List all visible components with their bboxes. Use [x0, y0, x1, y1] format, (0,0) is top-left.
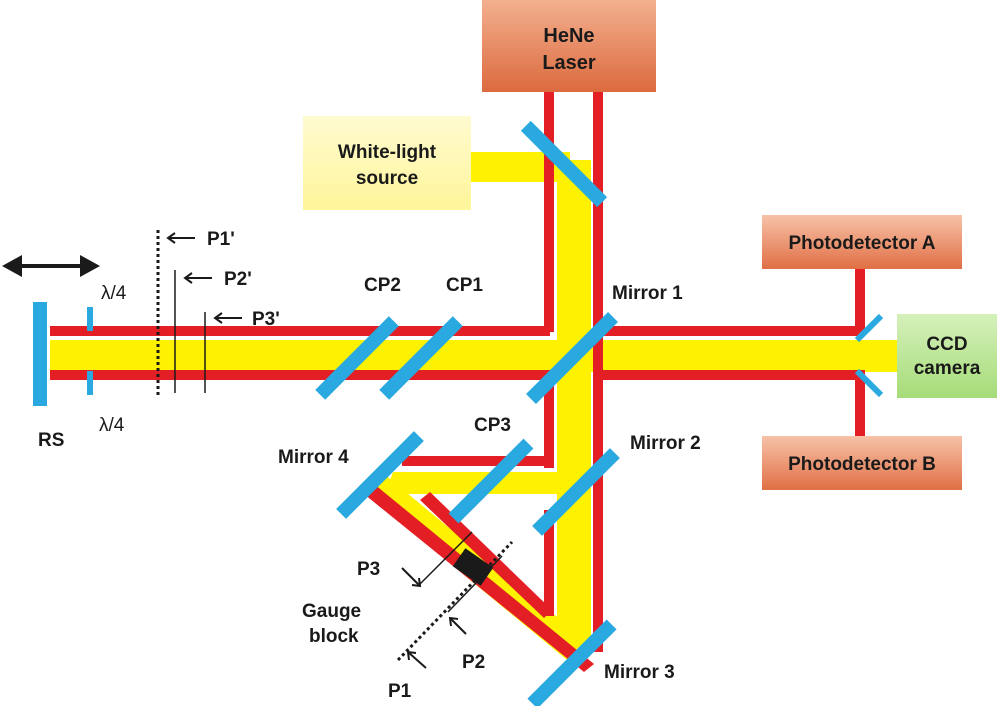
qwp-bottom-label: λ/4	[99, 415, 125, 436]
mirror-3	[527, 619, 617, 706]
mirror-1	[526, 312, 618, 404]
photodetector-a-box	[762, 215, 962, 269]
ccd-label-line2: camera	[914, 358, 981, 379]
cp2-label: CP2	[364, 275, 401, 296]
qwp-top	[87, 307, 93, 331]
p3-label: P3	[357, 559, 380, 580]
laser-beam-mirror2-stub	[402, 456, 554, 466]
photodetector-b-box	[762, 436, 962, 490]
white-beam-return	[385, 472, 560, 494]
white-light-label-line2: source	[356, 168, 418, 189]
rs-label: RS	[38, 430, 64, 451]
white-light-label-line1: White-light	[338, 142, 437, 163]
laser-beam-upper-horizontal	[50, 326, 550, 336]
gauge-block-label-line2: block	[309, 626, 359, 647]
mirror-2	[532, 448, 620, 536]
qwp-bottom	[87, 371, 93, 395]
white-beam-horizontal	[50, 340, 900, 372]
mirror-1-label: Mirror 1	[612, 283, 683, 304]
p3-prime-label: P3'	[252, 309, 280, 330]
cp3-label: CP3	[474, 415, 511, 436]
compensator-cp2	[315, 316, 399, 400]
white-light-source-box	[303, 116, 471, 210]
ccd-camera-box	[897, 314, 997, 398]
measurement-planes	[156, 230, 514, 662]
compensator-cp1	[379, 316, 463, 400]
compensator-cp3	[448, 438, 534, 524]
arrowhead-p1-prime	[166, 232, 176, 244]
arrowhead-p3-prime	[213, 312, 223, 324]
laser-beam-to-pd-a	[855, 268, 865, 334]
arrowhead-p2-prime	[183, 272, 193, 284]
laser-label-line1: HeNe	[543, 25, 594, 47]
mirror-3-label: Mirror 3	[604, 662, 675, 683]
laser-beam-inner-diagonal	[420, 492, 552, 618]
rs-motion-arrow	[2, 255, 100, 277]
p1-label: P1	[388, 681, 412, 702]
arrow-p3	[401, 567, 421, 587]
p2-prime-label: P2'	[224, 269, 252, 290]
beamsplitter-top	[520, 120, 608, 208]
plane-p3	[417, 531, 473, 587]
mirror-4	[336, 431, 424, 519]
laser-beam-to-pd-b	[855, 372, 865, 436]
hene-laser-box	[482, 0, 656, 92]
laser-beam-left-lower-vertical	[544, 378, 554, 468]
mirror-2-label: Mirror 2	[630, 433, 701, 454]
p2-label: P2	[462, 652, 485, 673]
pd-b-splitter	[854, 368, 884, 398]
cp1-label: CP1	[446, 275, 483, 296]
photodetector-a-label: Photodetector A	[788, 233, 935, 254]
pd-a-splitter	[854, 313, 884, 343]
arrow-p1	[407, 651, 427, 669]
laser-beam-left-down	[544, 92, 554, 332]
laser-beam-inner-vertical	[544, 510, 554, 616]
arrowhead-p2	[448, 616, 459, 627]
laser-beam-lower-horizontal	[50, 370, 550, 380]
mirror-4-label: Mirror 4	[278, 447, 349, 468]
gauge-block-label-line1: Gauge	[302, 601, 361, 622]
laser-label-line2: Laser	[542, 52, 596, 74]
photodetector-b-label: Photodetector B	[788, 454, 936, 475]
ccd-label-line1: CCD	[926, 334, 967, 355]
arrowhead-p1	[406, 650, 417, 661]
reference-surface-rs	[33, 302, 47, 406]
qwp-top-label: λ/4	[101, 283, 127, 304]
plane-p2	[447, 555, 503, 613]
arrow-p2	[449, 617, 467, 635]
p1-prime-label: P1'	[207, 229, 235, 250]
arrowhead-p3	[411, 577, 422, 588]
laser-beam-right-lower	[595, 370, 865, 380]
plane-arrows	[166, 232, 467, 669]
laser-beam-right-upper	[595, 326, 865, 336]
white-beam-vertical	[557, 160, 591, 648]
optics	[33, 120, 884, 706]
